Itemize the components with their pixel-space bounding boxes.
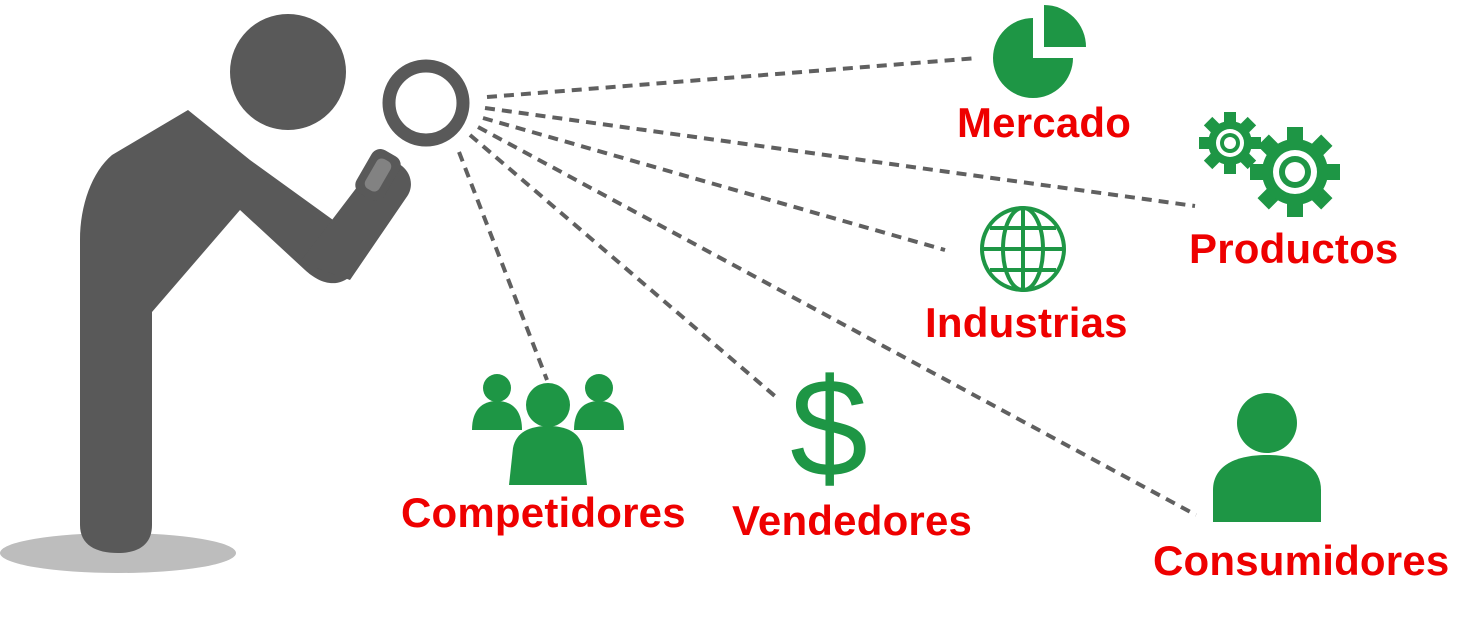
user-icon [1213, 393, 1321, 522]
pie-chart-icon [993, 5, 1086, 98]
label-mercado: Mercado [957, 99, 1132, 146]
dollar-sign-icon: $ [790, 349, 868, 506]
label-industrias: Industrias [925, 299, 1128, 346]
label-vendedores: Vendedores [732, 497, 973, 544]
connector-mercado [486, 56, 979, 99]
connector-industrias [482, 116, 946, 252]
connector-vendedores [468, 133, 778, 399]
group-icon [472, 374, 624, 485]
label-productos: Productos [1189, 225, 1399, 272]
gears-icon [1199, 112, 1340, 217]
connector-competidores [457, 151, 549, 381]
label-competidores: Competidores [401, 489, 686, 536]
globe-icon [980, 206, 1066, 292]
connector-lines [457, 56, 1197, 517]
connector-productos [484, 106, 1196, 208]
person-with-magnifier-icon [80, 14, 470, 553]
connector-consumidores [477, 125, 1197, 517]
label-consumidores: Consumidores [1153, 537, 1450, 584]
